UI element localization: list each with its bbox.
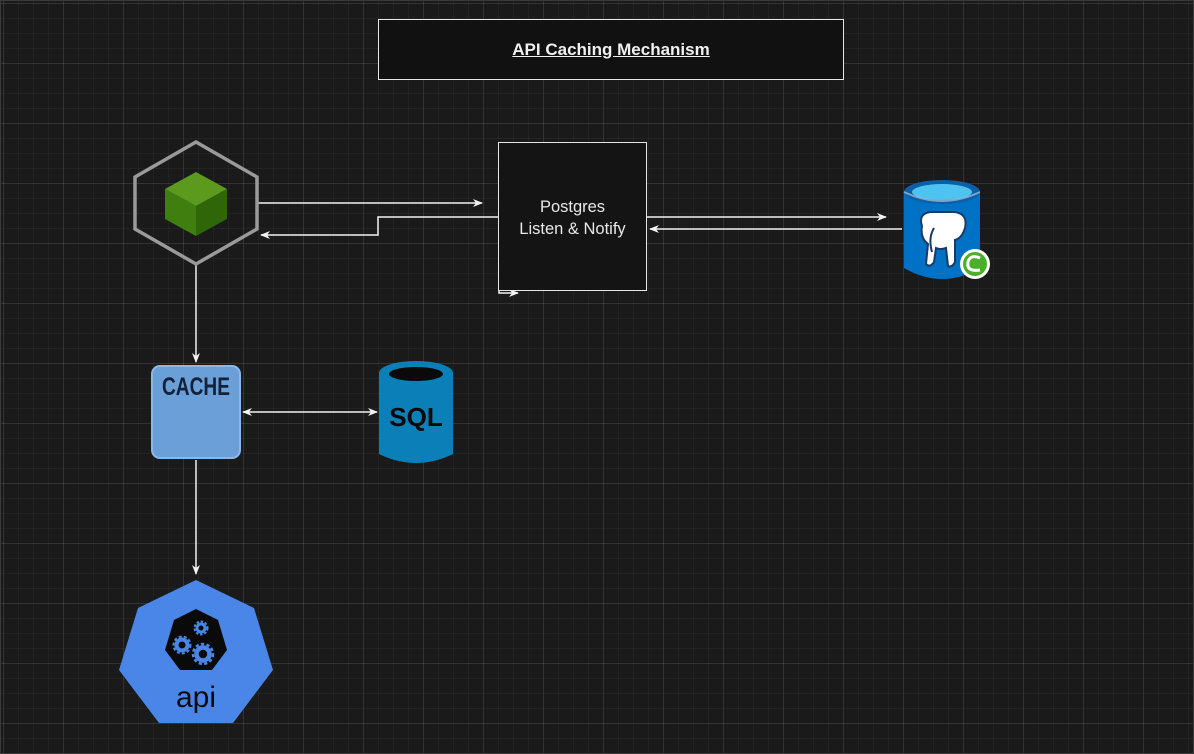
arrow-process-to-node[interactable] xyxy=(260,216,498,239)
gears-icon xyxy=(172,620,215,666)
sql-label: SQL xyxy=(389,402,443,432)
api-gear-icon[interactable]: api xyxy=(119,580,273,723)
elephant-icon xyxy=(920,211,967,268)
sql-database-icon[interactable]: SQL xyxy=(379,361,453,463)
cache-label: CACHE xyxy=(162,373,230,401)
process-box-line2: Listen & Notify xyxy=(519,220,626,238)
diagram-title: API Caching Mechanism xyxy=(512,39,710,59)
diagram-title-box[interactable]: API Caching Mechanism xyxy=(378,19,844,80)
postgres-listen-notify-box[interactable]: Postgres Listen & Notify xyxy=(498,142,647,291)
process-box-line1: Postgres xyxy=(539,198,606,216)
cube-hexagon-icon[interactable] xyxy=(133,139,259,267)
api-label: api xyxy=(176,681,216,714)
cache-icon[interactable]: CACHE xyxy=(151,365,241,459)
postgres-database-icon[interactable] xyxy=(903,180,990,279)
